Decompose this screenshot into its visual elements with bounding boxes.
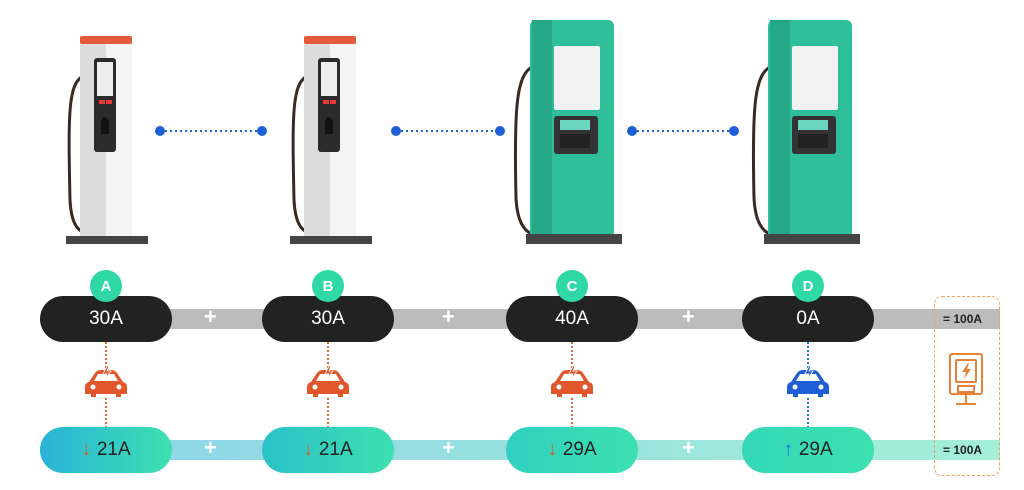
charger-c-bottom-current: ↓ 29A [506,427,638,473]
arrow-down-icon: ↓ [81,439,91,460]
arrow-up-icon: ↑ [783,439,793,460]
connector-line [327,398,329,428]
connector-line [571,342,573,372]
charger-d-badge: D [792,270,824,302]
connector-line [105,398,107,428]
electric-panel [934,296,1000,476]
bottom-total: = 100A [943,443,983,457]
connector-line [807,342,809,372]
charger-c-badge: C [556,270,588,302]
plus-sign: + [682,435,695,460]
charger-b-top-current: 30A [262,296,394,342]
plus-sign: + [204,435,217,460]
charger-a-badge: A [90,270,122,302]
car-icon [307,366,349,397]
current-value: 29A [798,439,833,460]
charger-b-badge: B [312,270,344,302]
car-icon [85,366,127,397]
charger-c [513,20,622,244]
charger-a [66,36,148,244]
arrow-down-icon: ↓ [547,439,557,460]
charger-a-top-current: 30A [40,296,172,342]
plus-sign: + [442,304,455,329]
current-value: 21A [96,439,131,460]
charger-b [290,36,372,244]
plus-sign: + [442,435,455,460]
plus-sign: + [682,304,695,329]
charger-b-bottom-current: ↓ 21A [262,427,394,473]
charger-c-top-current: 40A [506,296,638,342]
car-icon [787,366,829,397]
charger-d-bottom-current: ↑ 29A [742,427,874,473]
connector-line [105,342,107,372]
car-icon [551,366,593,397]
charger-a-bottom-current: ↓ 21A [40,427,172,473]
connector-line [327,342,329,372]
charger-d-top-current: 0A [742,296,874,342]
plus-sign: + [204,304,217,329]
charger-d [751,20,860,244]
current-value: 21A [318,439,353,460]
electric-panel-icon [949,353,983,405]
connector-line [571,398,573,428]
current-value: 29A [562,439,597,460]
top-total: = 100A [943,312,983,326]
connector-line [807,398,809,428]
arrow-down-icon: ↓ [303,439,313,460]
